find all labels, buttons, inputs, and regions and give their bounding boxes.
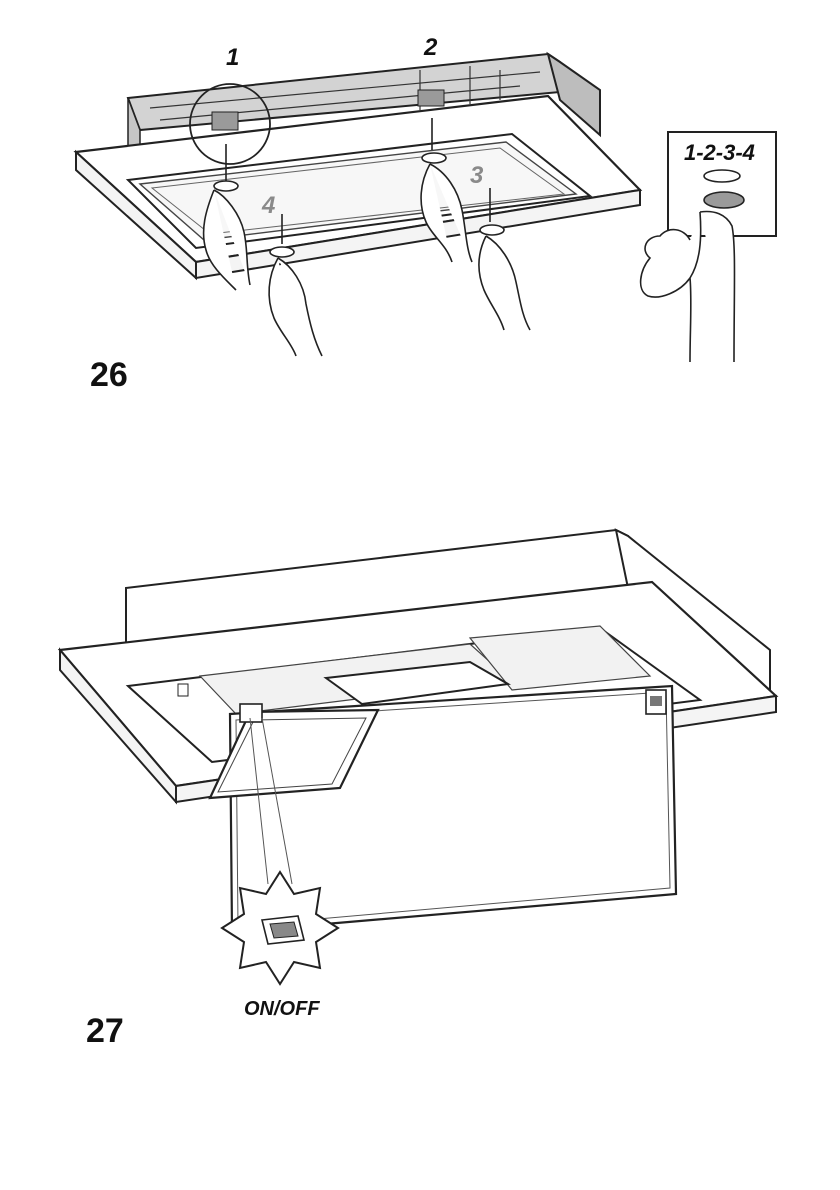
screw-cap-ring: [704, 170, 740, 182]
switch-mount: [240, 704, 262, 722]
hood-panel-open-illustration: [0, 500, 840, 1060]
figure-26: 1 2 3 4 1-2-3-4 26: [0, 0, 840, 420]
callout-2: 2: [424, 34, 437, 62]
hand-4: [269, 258, 322, 356]
figure-27: ON/OFF 27: [0, 500, 840, 1060]
callout-4: 4: [262, 192, 275, 220]
inset-sequence-label: 1-2-3-4: [684, 140, 755, 166]
callout-3: 3: [470, 162, 483, 190]
rocker-switch-icon: [262, 916, 304, 944]
figure-number-26: 26: [90, 356, 128, 395]
hand-3: [479, 236, 530, 330]
screw-cap: [704, 192, 744, 208]
figure-number-27: 27: [86, 1012, 124, 1051]
callout-1: 1: [226, 44, 239, 72]
on-off-label: ON/OFF: [244, 998, 320, 1021]
